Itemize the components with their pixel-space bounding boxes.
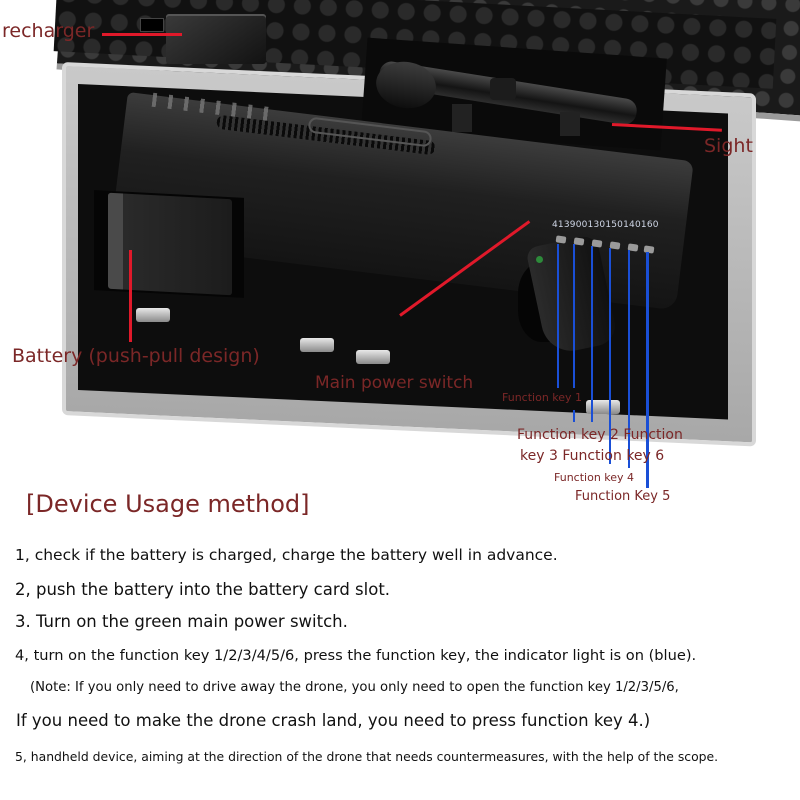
- case-latch: [586, 400, 620, 414]
- recharger-leader: [102, 33, 182, 36]
- battery-leader: [129, 250, 132, 342]
- usage-step: 2, push the battery into the battery car…: [15, 580, 391, 599]
- function-key-2-leader-tail: [573, 410, 575, 422]
- main-power-switch-label: Main power switch: [315, 373, 474, 393]
- function-key-3-leader: [591, 246, 593, 422]
- scope-mount: [452, 104, 472, 132]
- sight-label: Sight: [704, 135, 753, 157]
- function-key-1-leader: [557, 244, 559, 388]
- function-key-3: [591, 239, 603, 248]
- function-key-1: [555, 235, 567, 244]
- case-latch: [136, 308, 170, 322]
- main-power-switch-indicator: [536, 256, 543, 263]
- usage-note: (Note: If you only need to drive away th…: [30, 680, 679, 695]
- function-key-2-leader: [573, 244, 575, 388]
- recharger-unit: [166, 14, 266, 64]
- function-key-4: [609, 241, 621, 250]
- usage-heading: [Device Usage method]: [26, 490, 310, 518]
- function-key-6-leader: [628, 250, 630, 468]
- function-key-5-label: Function Key 5: [575, 489, 671, 504]
- battery-pack: [108, 192, 232, 296]
- recharger-label: recharger: [2, 20, 95, 42]
- scope-turret: [490, 78, 516, 100]
- usage-step: 5, handheld device, aiming at the direct…: [15, 749, 719, 764]
- function-key-4-leader: [609, 248, 611, 464]
- function-key-2-label: Function key 2 Function: [517, 427, 683, 443]
- battery-label: Battery (push-pull design): [12, 345, 260, 367]
- usage-step: 4, turn on the function key 1/2/3/4/5/6,…: [15, 647, 697, 664]
- charger-slot: [140, 18, 164, 32]
- function-key-3-6-label: key 3 Function key 6: [520, 448, 665, 464]
- scope-mount: [560, 112, 580, 136]
- function-key-4-label: Function key 4: [554, 471, 635, 484]
- function-key-5-leader: [646, 252, 649, 488]
- product-photo: 413900130150140160: [53, 0, 800, 447]
- function-key-1-label: Function key 1: [502, 391, 583, 404]
- usage-step: 3. Turn on the green main power switch.: [15, 612, 348, 631]
- case-latch: [356, 350, 390, 364]
- case-latch: [300, 338, 334, 352]
- device-code: 413900130150140160: [552, 220, 659, 230]
- usage-note-continued: If you need to make the drone crash land…: [16, 711, 651, 730]
- usage-step: 1, check if the battery is charged, char…: [15, 546, 558, 564]
- function-key-2: [573, 237, 585, 246]
